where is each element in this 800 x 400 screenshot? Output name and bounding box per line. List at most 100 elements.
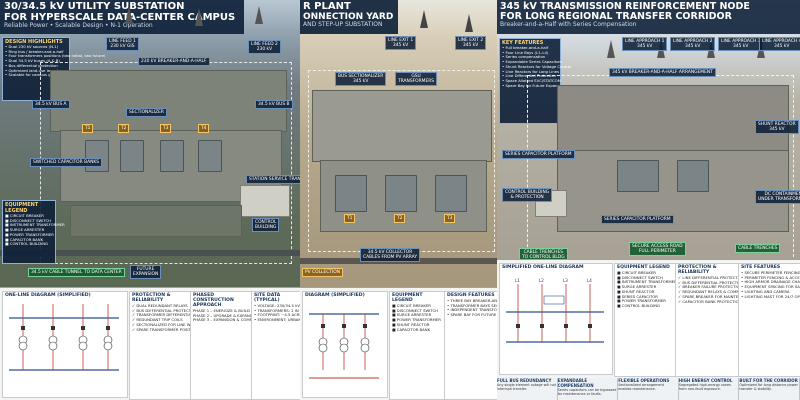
transformer-t4 (198, 140, 222, 172)
sld-line-label: L3 (563, 278, 568, 283)
highlights-title: DESIGN HIGHLIGHTS (5, 39, 63, 45)
list-item: ✓ SPARE BREAKER FOR MAINTENANCE (678, 293, 752, 299)
panel2-features-card: DESIGN FEATURES • THREE BAY BREAKER-AND-… (444, 291, 500, 400)
label-t1: T1 (82, 124, 94, 134)
list-item: • Dual 34.5 kV buses (A & B) (5, 58, 60, 64)
list-item: • LIGHTING AND CAMERA (741, 288, 790, 294)
panel3-site-card: SITE FEATURES • SECURE PERIMETER FENCING… (738, 263, 800, 377)
list-item: PHASE 3 – EXPANSION & COMPLETE (193, 317, 262, 323)
breaker-yard (50, 70, 287, 132)
list-item: ■ INSTRUMENT TRANSFORMER (617, 279, 677, 285)
gsu-t2 (385, 175, 417, 212)
panel3-title-block: 345 kV TRANSMISSION REINFORCEMENT NODE F… (497, 0, 800, 34)
list-item: • VOLTAGE: 230/34.5 kV (254, 303, 300, 308)
list-item: ✓ BUS DIFFERENTIAL PROTECTION (678, 279, 744, 285)
list-item: PHASE 2 – UPGRADE & EXPAND (193, 312, 253, 318)
list-item: • Ring bus / breaker-and-a-half (5, 48, 64, 54)
gsu-t3 (435, 175, 467, 212)
list-item: • HIGH ARMOR DRAINAGE CHANNELS (741, 279, 800, 285)
panel3-subtitle: Breaker-and-a-Half with Series Compensat… (500, 20, 637, 28)
label-collector-cables: 34.5 kV COLLECTOR CABLES FROM PV ARRAY (360, 248, 421, 263)
panel3-sld-title: SIMPLIFIED ONE-LINE DIAGRAM (502, 265, 584, 270)
list-item: • FOOTPRINT: ~4.5 ACRES (254, 312, 302, 318)
list-item: • EQUIPMENT SPACING FOR SAFETY (741, 284, 800, 290)
label-t2: T2 (118, 124, 130, 134)
label-line-feed-1: LINE FEED 1 230 kV GIS (106, 37, 139, 52)
list-item: • Shunt Reactors for Voltage Control (502, 63, 572, 69)
list-item: ✓ BREAKER FAILURE PROTECTION (678, 284, 743, 290)
list-item: ✓ DUAL REDUNDANT RELAYS (132, 303, 188, 308)
list-item: ■ CAPACITOR BANK (392, 326, 431, 332)
feature-title: BUILT FOR THE CORRIDOR (739, 378, 798, 383)
list-item: ■ DISCONNECT SWITCH (5, 217, 52, 223)
list-item: • SECURE PERIMETER FENCING (741, 270, 800, 275)
list-item: ■ SHUNT REACTOR (392, 321, 430, 327)
phased-construction-card: PHASED CONSTRUCTION APPROACH PHASE 1 – E… (190, 291, 262, 400)
label-line-exit-1: LINE EXIT 1 345 kV (385, 36, 417, 51)
phase-title: PHASED CONSTRUCTION APPROACH (193, 293, 234, 308)
legend-title: EQUIPMENT LEGEND (5, 202, 39, 214)
list-item: ✓ BUS DIFFERENTIAL PROTECTION (132, 307, 198, 313)
transformer-t1 (85, 140, 109, 172)
label-line-feed-2: LINE FEED 2 230 kV (248, 40, 281, 55)
list-item: • Series compensation (502, 54, 546, 60)
shunt-reactor (677, 160, 709, 192)
panel2-sld-title: DIAGRAM (SIMPLIFIED) (305, 293, 365, 298)
list-item: • Bus differential protection (5, 62, 58, 68)
list-item: ✓ CAPACITOR BANK PROTECTION (678, 298, 742, 304)
list-item: ■ SERIES CAPACITOR (617, 293, 658, 299)
label-shunt-reactor: SHUNT REACTOR 345 kV (755, 120, 799, 135)
feature-title: EXPANDABLE COMPENSATION (557, 378, 594, 388)
feature-desc: Sectionalized arrangement enables mainte… (618, 383, 664, 392)
feature-title: FLEXIBLE OPERATIONS (618, 378, 670, 383)
transformer-t3 (160, 140, 184, 172)
panel3-title-line2: FOR LONG REGIONAL TRANSFER CORRIDOR (500, 10, 732, 22)
list-item: ■ CAPACITOR BANK (5, 236, 44, 242)
label-bus-a: 34.5 kV BUS A (32, 100, 70, 110)
panel2-title-line2: ONNECTION YARD (303, 11, 394, 22)
label-capacitor-banks: SWITCHED CAPACITOR BANKS (30, 158, 103, 168)
site-data-card: SITE DATA (TYPICAL) • VOLTAGE: 230/34.5 … (251, 291, 302, 400)
list-item: • Four transformers positions (two initi… (5, 53, 106, 59)
feature-desc: Segregated high-energy zones from non-fa… (678, 383, 731, 392)
protection-list: ✓ DUAL REDUNDANT RELAYS✓ BUS DIFFERENTIA… (132, 303, 199, 332)
panel2-title-line1: R PLANT (303, 1, 351, 12)
list-item: ■ CONTROL BUILDING (617, 303, 660, 309)
label-pv-collection: PV COLLECTION (302, 268, 344, 278)
panel3-legend-list: ■ CIRCUIT BREAKER■ DISCONNECT SWITCH■ IN… (617, 270, 677, 309)
list-item: • Four Line Bays (L1–L4) (502, 49, 549, 55)
sld-line-label: L1 (515, 278, 520, 283)
label-series-capacitor-platform: SERIES CAPACITOR PLATFORM (601, 215, 674, 225)
list-item: • Optimized land-use layout (5, 67, 59, 73)
breaker-bays (557, 85, 789, 152)
label-line-approach-2: LINE APPROACH 2 345 kV (670, 37, 716, 52)
list-item: ■ SHUNT REACTOR (617, 288, 655, 294)
list-item: ■ CIRCUIT BREAKER (5, 213, 44, 218)
list-item: ■ SURGE ARRESTER (5, 227, 45, 233)
panel3-title-line1: 345 kV TRANSMISSION REINFORCEMENT NODE (500, 1, 750, 12)
list-item: • SPARE BAY FOR FUTURE EXPANSION (447, 312, 500, 318)
protection-card: PROTECTION & RELIABILITY ✓ DUAL REDUNDAN… (129, 291, 199, 400)
list-item: ✓ REDUNDANT RELAYS & COMMUNICATIONS (678, 289, 763, 295)
one-line-diagram-svg (9, 304, 119, 371)
access-road (0, 250, 302, 256)
feature-title: HIGH ENERGY CONTROL (678, 378, 733, 383)
list-item: ✓ SECTIONALIZED FOR LINE WORK (132, 321, 199, 327)
list-item: ■ POWER TRANSFORMER (617, 298, 666, 304)
highlights-list: • Dual 230 kV sources (N-1)• Ring bus / … (5, 44, 106, 78)
panel2-features-title: DESIGN FEATURES (447, 293, 495, 298)
panel1-subtitle: Reliable Power • Scalable Design • N-1 O… (4, 22, 153, 29)
list-item: • Expandable Series Capacitors (502, 59, 563, 65)
list-item: • Spare Bay for Future Expansion (502, 82, 566, 88)
label-line-exit-2: LINE EXIT 2 345 kV (455, 36, 487, 51)
list-item: ✓ TRANSFORMER DIFFERENTIAL (132, 312, 194, 318)
panel2-subtitle: AND STEP-UP SUBSTATION (303, 20, 383, 28)
list-item: ■ CONTROL BUILDING (5, 241, 48, 247)
list-item: • Dual 230 kV sources (N-1) (5, 44, 59, 49)
